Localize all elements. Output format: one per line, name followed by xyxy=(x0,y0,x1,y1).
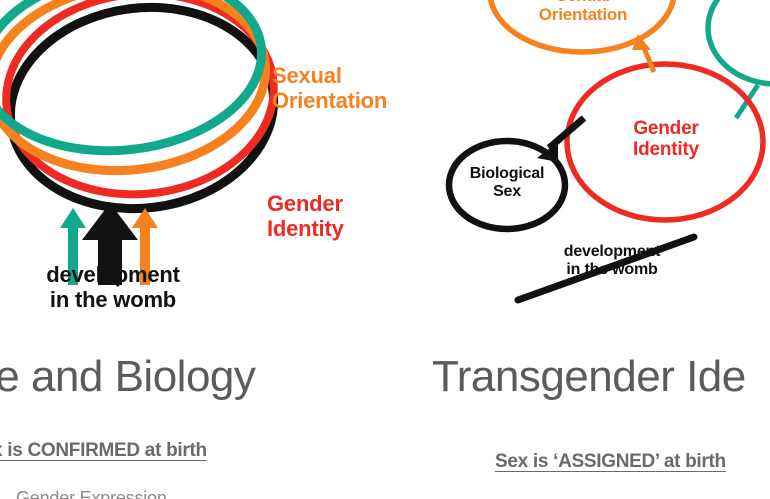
arrow-black-to-biological-sex xyxy=(537,115,587,162)
left-arrow-caption-development-in-the-womb: development in the womb xyxy=(46,262,180,312)
arrow-black-up xyxy=(82,203,138,285)
arrow-orange-up xyxy=(132,208,158,285)
ellipse-teal-biological-sex xyxy=(0,0,267,156)
left-subtitle: x is CONFIRMED at birth xyxy=(0,440,207,461)
left-heading: ple and Biology xyxy=(0,352,256,401)
left-bullet-gender-expression: Gender Expression xyxy=(16,488,167,499)
left-label-sexual-orientation: Sexual Orientation xyxy=(272,63,388,113)
right-heading: Transgender Ide xyxy=(432,352,746,401)
left-label-gender-identity: Gender Identity xyxy=(267,191,344,241)
left-diagram-overlapping-ellipses xyxy=(0,0,279,285)
ellipse-teal-right-edge xyxy=(705,0,770,87)
right-subtitle: Sex is ‘ASSIGNED’ at birth xyxy=(495,451,726,472)
ellipse-orange-sexual-orientation xyxy=(0,0,271,176)
right-panel-transgender-ideology: Sexual Orientation Gender Identity Biolo… xyxy=(406,0,770,499)
ellipse-red-gender-identity xyxy=(2,0,278,199)
arrow-teal-up xyxy=(60,208,86,285)
ellipse-black-biological-sex xyxy=(445,137,569,233)
right-struck-caption-development-in-the-womb: development in the womb xyxy=(563,243,661,278)
right-label-biological-sex: Biological Sex xyxy=(469,165,545,200)
right-diagram-separate-ellipses xyxy=(445,0,770,304)
ellipse-orange-sexual-orientation xyxy=(488,0,676,55)
right-label-sexual-orientation: Sexual Orientation xyxy=(538,0,628,25)
ellipse-red-gender-identity xyxy=(564,61,766,223)
arrow-orange-to-sexual-orientation xyxy=(632,34,657,73)
right-label-gender-identity: Gender Identity xyxy=(633,118,699,161)
strike-through-line xyxy=(514,233,698,304)
left-panel-people-and-biology: cal Sexual Orientation Gender Identity d… xyxy=(0,0,388,499)
left-clipped-biological-label: cal xyxy=(0,0,1,18)
